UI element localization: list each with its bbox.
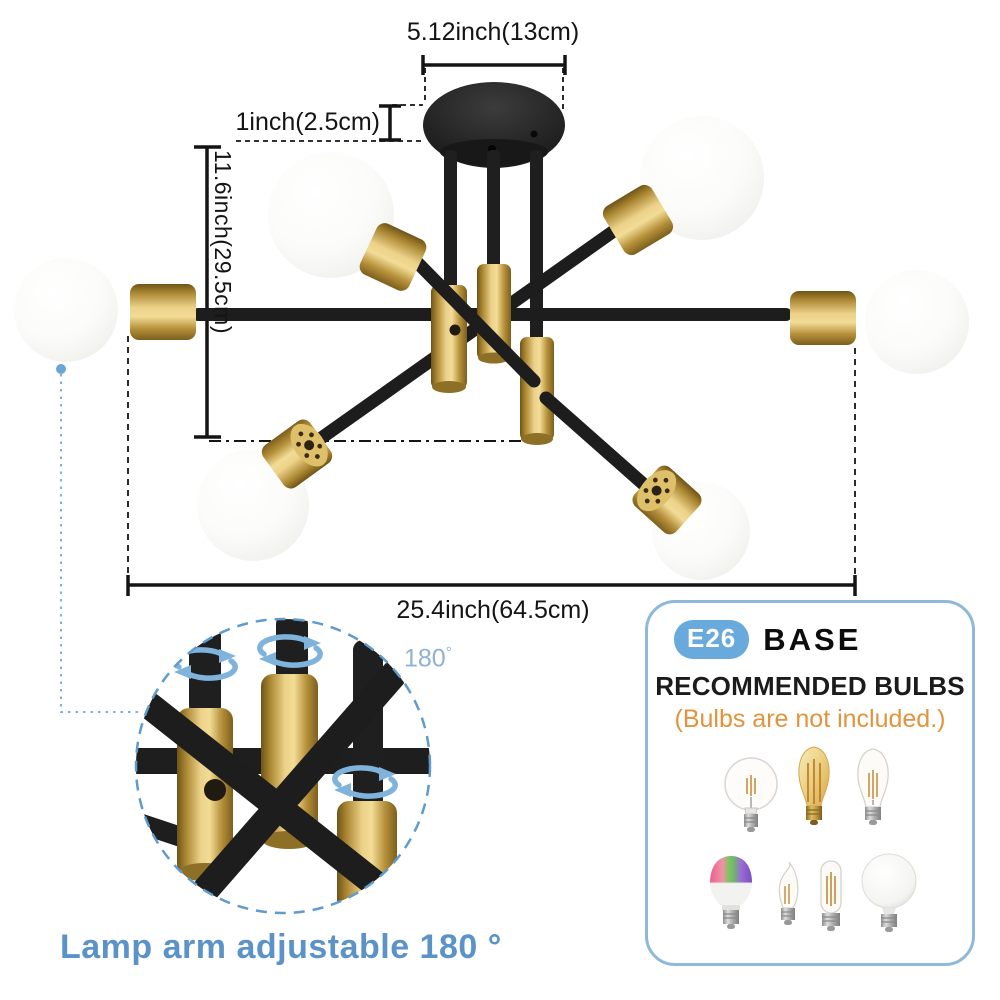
chandelier-fixture bbox=[14, 82, 969, 580]
socket-upper-left bbox=[359, 223, 427, 291]
gold-connector bbox=[520, 337, 554, 445]
amber-edison-st64-bulb-icon bbox=[798, 746, 830, 825]
zoom-leader-line bbox=[56, 364, 143, 713]
rgb-color-changing-bulb-icon bbox=[709, 856, 752, 929]
dimension-top-width-label: 5.12inch(13cm) bbox=[406, 18, 580, 46]
panel-note: (Bulbs are not included.) bbox=[674, 705, 946, 733]
lamp-arm-caption: Lamp arm adjustable 180 ° bbox=[60, 928, 502, 966]
zoom-circle-border bbox=[134, 617, 432, 915]
socket-left bbox=[130, 284, 196, 340]
zoom-detail-circle bbox=[134, 617, 432, 915]
gold-sockets bbox=[130, 184, 856, 535]
clear-st64-filament-bulb-icon bbox=[857, 748, 889, 825]
dimension-top-width-line bbox=[421, 55, 567, 113]
flame-tip-candle-bulb-icon bbox=[778, 861, 798, 925]
globe-bulbs bbox=[14, 116, 969, 580]
socket-right bbox=[790, 291, 856, 345]
white-frosted-globe-bulb-icon bbox=[861, 853, 916, 932]
dimension-canopy-height-label: 1inch(2.5cm) bbox=[235, 108, 381, 136]
e26-badge: E26 bbox=[674, 620, 750, 659]
socket-lower-left bbox=[261, 419, 333, 489]
adjust-angle-label: 180° bbox=[404, 644, 452, 673]
dimension-height-label: 11.6inch(29.5cm) bbox=[210, 150, 236, 334]
tubular-filament-bulb-icon bbox=[819, 860, 842, 931]
bulb-left bbox=[14, 258, 118, 362]
panel-header: E26 BASE bbox=[674, 620, 972, 659]
dimension-bottom-width-label: 25.4inch(64.5cm) bbox=[396, 596, 590, 624]
degree-symbol: ° bbox=[445, 644, 452, 661]
recommended-bulbs-panel: E26 BASE RECOMMENDED BULBS (Bulbs are no… bbox=[645, 600, 975, 966]
bulb-row-1 bbox=[648, 740, 972, 836]
dimension-height-line bbox=[194, 145, 537, 442]
dimension-lines bbox=[126, 55, 857, 596]
zoom-arm-rods bbox=[136, 658, 410, 907]
dimension-canopy-height-line bbox=[236, 104, 424, 142]
dimension-bottom-width-line bbox=[126, 336, 857, 596]
base-label: BASE bbox=[763, 621, 862, 657]
angle-value: 180 bbox=[404, 644, 446, 673]
bulb-row-2 bbox=[648, 850, 972, 942]
panel-title: RECOMMENDED BULBS bbox=[655, 671, 965, 701]
bulb-upper-right bbox=[640, 116, 764, 240]
arm-rods-front bbox=[398, 243, 657, 497]
bulb-upper-left bbox=[268, 152, 394, 278]
socket-upper-right bbox=[602, 184, 674, 256]
bulb-right bbox=[865, 270, 969, 374]
clear-globe-filament-bulb-icon bbox=[724, 757, 778, 832]
socket-lower-right bbox=[632, 465, 702, 535]
